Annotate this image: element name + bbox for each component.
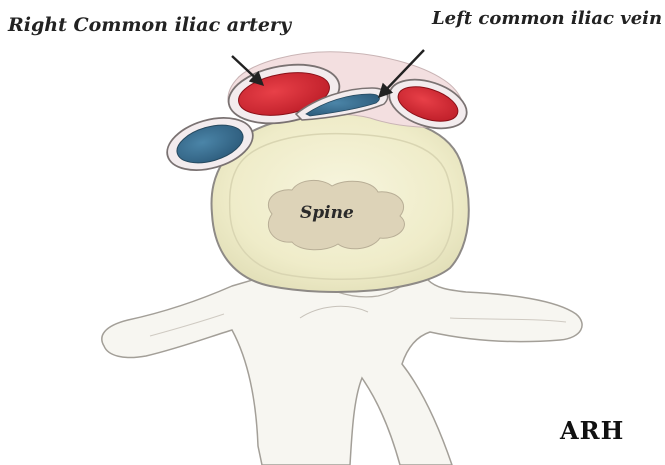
- right-common-iliac-artery-label: Right Common iliac artery: [8, 14, 291, 36]
- left-common-iliac-vein-label: Left common iliac vein: [432, 8, 662, 29]
- vertebra-posterior-elements: [102, 266, 582, 465]
- author-signature: ARH: [560, 416, 624, 445]
- spine-label: Spine: [300, 203, 354, 223]
